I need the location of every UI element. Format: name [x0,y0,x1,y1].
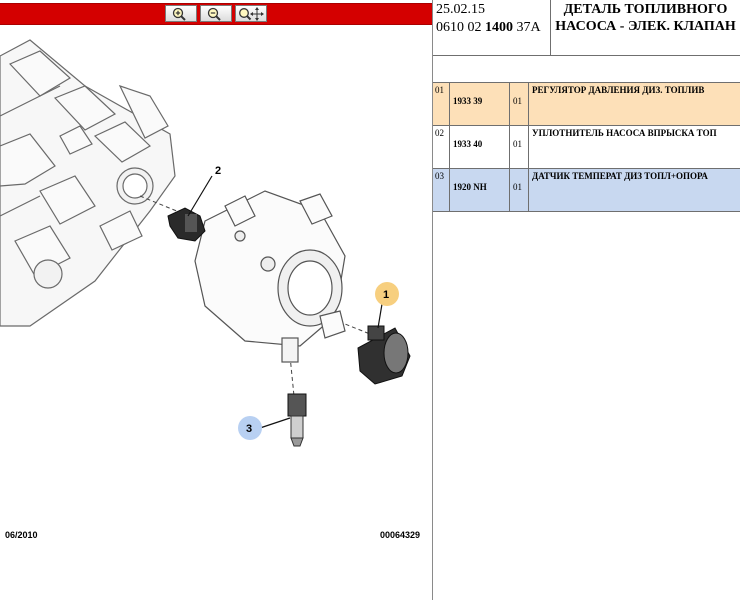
code-part-a: 0610 02 [436,20,482,35]
callout-2: 2 [215,165,221,177]
row-index: 03 [433,169,450,211]
diagram-date: 06/2010 [5,530,38,540]
fuel-pump-drawing [194,190,346,363]
diagram-pane: 2 1 3 06/2010 00064329 [0,3,432,540]
zoom-in-button[interactable] [165,5,197,22]
part-reference[interactable]: 1920 NH [450,169,510,211]
diagram-number: 00064329 [380,530,421,540]
callout-3-badge [238,416,262,440]
part-reference[interactable]: 1933 39 [450,83,510,125]
header-meta: 25.02.15 0610 02 1400 37A [433,0,551,55]
pan-zoom-button[interactable] [235,5,267,22]
part-quantity: 01 [510,126,529,168]
solenoid-part-drawing [357,325,411,385]
pan-zoom-icon [239,6,264,21]
header-code: 0610 02 1400 37A [436,20,541,36]
part-description: РЕГУЛЯТОР ДАВЛЕНИЯ ДИЗ. ТОПЛИВ [532,85,705,95]
parts-list-pane: 25.02.15 0610 02 1400 37A ДЕТАЛЬ ТОПЛИВН… [433,0,740,600]
row-index: 01 [433,83,450,125]
part-description: ДАТЧИК ТЕМПЕРАТ ДИЗ ТОПЛ+ОПОРА [532,171,708,181]
callout-1-badge [375,282,399,306]
part-quantity: 01 [510,83,529,125]
sensor-part-drawing [287,393,307,447]
callout-1: 1 [383,289,389,301]
pane-divider [432,0,433,600]
code-part-b: 1400 [485,20,513,35]
part-quantity: 01 [510,169,529,211]
zoom-in-icon [172,7,186,21]
seal-part-drawing [167,207,206,242]
part-description: УПЛОТНИТЕЛЬ НАСОСА ВПРЫСКА ТОП [532,128,717,138]
zoom-out-button[interactable] [200,5,232,22]
engine-block-drawing [0,39,176,327]
parts-diagram: 2 1 3 [0,39,411,447]
header-date: 25.02.15 [436,2,485,17]
header-spacer [433,56,740,83]
zoom-out-icon [207,7,221,21]
page-title: ДЕТАЛЬ ТОПЛИВНОГО НАСОСА - ЭЛЕК. КЛАПАН [555,2,736,34]
zoom-toolbar [0,3,432,25]
parts-header: 25.02.15 0610 02 1400 37A ДЕТАЛЬ ТОПЛИВН… [433,0,740,56]
row-index: 02 [433,126,450,168]
code-part-c: 37A [516,20,541,35]
part-reference[interactable]: 1933 40 [450,126,510,168]
callout-3: 3 [246,423,252,435]
